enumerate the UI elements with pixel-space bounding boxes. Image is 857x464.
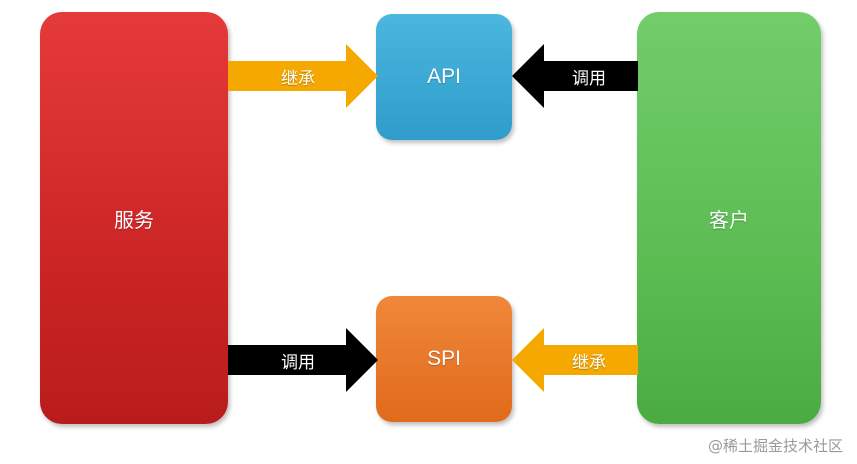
client-label: 客户 (709, 207, 749, 232)
api-label: API (427, 65, 461, 88)
client-to-spi-label: 继承 (572, 352, 606, 373)
server-label: 服务 (114, 207, 154, 232)
server-to-spi-arrow: 调用 (228, 328, 378, 392)
server-box: 服务 (40, 12, 228, 424)
client-box: 客户 (637, 12, 821, 424)
spi-box: SPI (376, 296, 512, 422)
watermark: @稀土掘金技术社区 (707, 437, 843, 455)
server-to-spi-label: 调用 (281, 352, 315, 373)
client-to-spi-arrow: 继承 (512, 328, 638, 392)
client-to-api-label: 调用 (572, 68, 606, 89)
server-to-api-arrow: 继承 (228, 44, 378, 108)
api-box: API (376, 14, 512, 140)
server-to-api-label: 继承 (281, 68, 315, 89)
client-to-api-arrow: 调用 (512, 44, 638, 108)
spi-label: SPI (427, 347, 461, 370)
